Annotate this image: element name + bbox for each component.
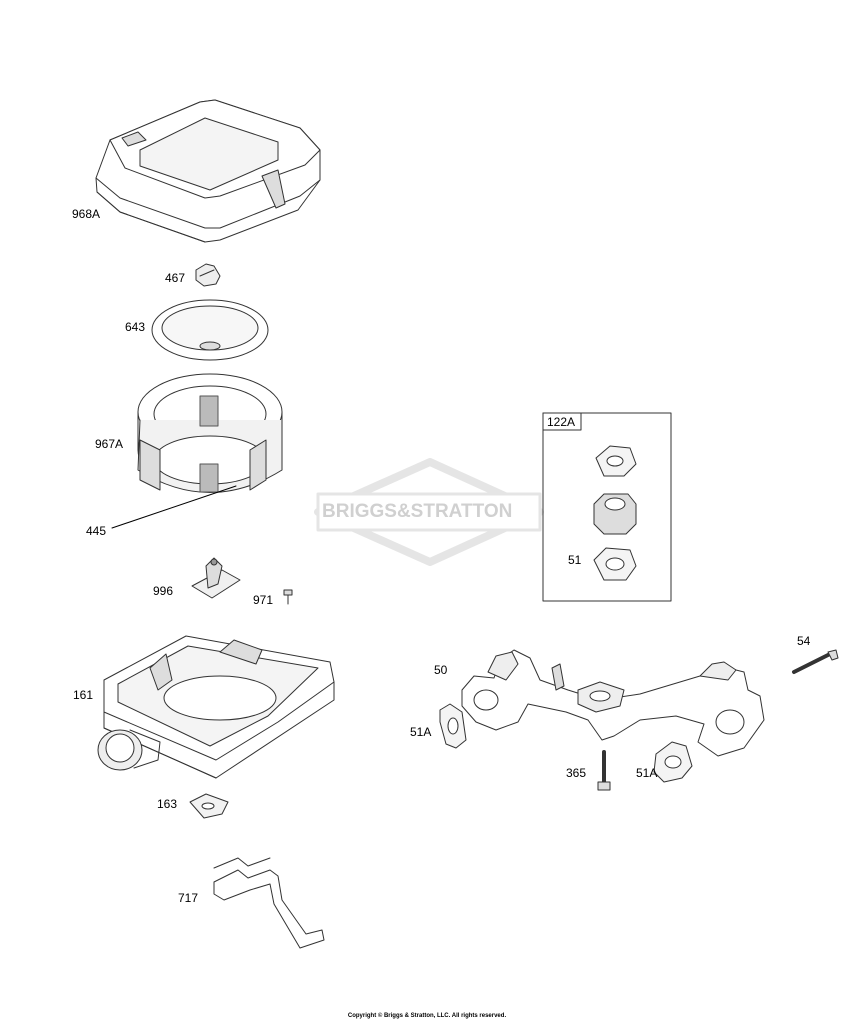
label-717: 717 xyxy=(178,891,199,905)
label-51: 51 xyxy=(568,553,582,567)
kit-box-title: 122A xyxy=(547,415,576,429)
gasket-51A-right xyxy=(653,741,693,783)
label-50: 50 xyxy=(434,663,448,677)
screw-971 xyxy=(283,589,293,605)
wing-nut-467 xyxy=(195,263,221,287)
label-643: 643 xyxy=(125,320,146,334)
watermark-text: BRIGGS&STRATTON xyxy=(322,501,513,522)
briggs-stratton-watermark xyxy=(314,458,544,566)
label-51A-right: 51A xyxy=(636,766,658,780)
leader-line-445 xyxy=(111,485,237,529)
gasket-kit-box-122A xyxy=(542,412,672,602)
air-cleaner-base-161 xyxy=(97,635,335,779)
gasket-51A-left xyxy=(439,703,467,749)
label-163: 163 xyxy=(157,797,178,811)
copyright-notice: Copyright © Briggs & Stratton, LLC. All … xyxy=(347,1013,507,1019)
gasket-163 xyxy=(189,793,229,819)
label-54: 54 xyxy=(797,634,811,648)
intake-manifold-50 xyxy=(461,649,765,757)
label-996: 996 xyxy=(153,584,174,598)
breather-996 xyxy=(191,557,241,599)
air-cleaner-cover-968A xyxy=(95,99,321,243)
bolt-365 xyxy=(597,750,611,791)
label-967A: 967A xyxy=(95,437,124,451)
bracket-717 xyxy=(213,857,325,949)
air-filter-967A xyxy=(137,373,283,493)
label-968A: 968A xyxy=(72,207,101,221)
label-971: 971 xyxy=(253,593,274,607)
label-51A-left: 51A xyxy=(410,725,432,739)
label-161: 161 xyxy=(73,688,94,702)
pre-cleaner-643 xyxy=(151,299,269,361)
label-467: 467 xyxy=(165,271,186,285)
label-365: 365 xyxy=(566,766,587,780)
screw-54 xyxy=(792,649,839,674)
label-445: 445 xyxy=(86,524,107,538)
